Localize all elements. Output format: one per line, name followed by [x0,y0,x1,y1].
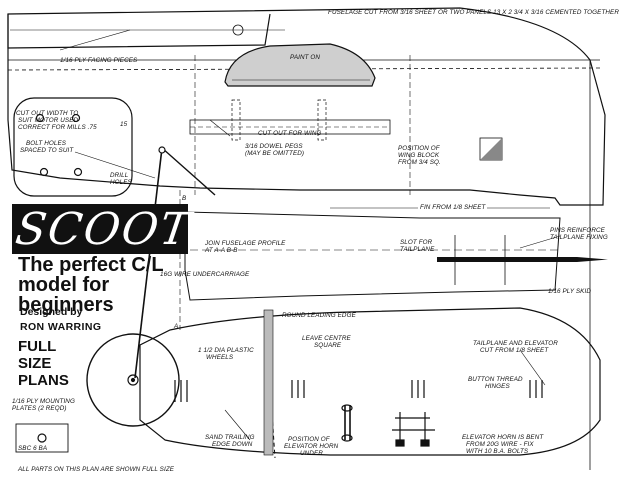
ply-skid-note: 1/16 PLY SKID [548,288,591,295]
bolt-holes-line1: BOLT HOLES [26,140,67,147]
wheels-line1: 1 1/2 DIA PLASTIC [198,347,254,354]
fin-note: FIN FROM 1/8 SHEET [418,204,488,211]
join-line1: JOIN FUSELAGE PROFILE [205,240,286,247]
leave-centre-line2: SQUARE [314,342,342,349]
sand-line1: SAND TRAILING [205,434,255,441]
fin-profile [184,211,561,301]
title-panel [12,204,188,254]
sand-line2: EDGE DOWN [212,441,253,448]
all-parts-note: ALL PARTS ON THIS PLAN ARE SHOWN FULL SI… [18,466,175,473]
fuselage-note: FUSELAGE CUT FROM 3/16 SHEET OR TWO PANE… [328,9,619,16]
ba-bolts-label: SBC 6 BA [18,445,48,452]
join-line2: AT A-A B-B [205,247,238,254]
tailplane-line1: TAILPLANE AND ELEVATOR [473,340,558,347]
model-name: SCOOT [12,204,195,255]
mounting-plate-line2: PLATES (2 REQD) [12,405,67,412]
bolt-hole [35,113,45,123]
fuselage-outline [7,7,606,206]
wire-uc-note: 16G WIRE UNDERCARRIAGE [160,271,250,278]
slot-line1: SLOT FOR [400,239,433,246]
motor-mount [13,97,133,197]
dowel-note-line2: (MAY BE OMITTED) [245,150,305,157]
horn-note-line1: ELEVATOR HORN IS BENT [462,434,544,441]
fsp-line-2: SIZE [18,355,52,372]
pins-line1: PINS REINFORCE [550,227,605,234]
drill-holes-line1: DRILL [110,172,129,179]
dowel-note-line1: 3/16 DOWEL PEGS [245,143,303,150]
horn-position-line1: POSITION OF [288,436,330,443]
mounting-plate-line1: 1/16 PLY MOUNTING [12,398,75,405]
author-name: RON WARRING [20,321,102,333]
wheels-line2: WHEELS [206,354,234,361]
drill-holes-line2: HOLES [110,179,132,186]
leave-centre-line1: LEAVE CENTRE [302,335,351,342]
wheel [86,333,180,427]
cut-out-width-line2: SUIT MOTOR USED [18,117,79,124]
bolt-hole [39,167,49,177]
nose-strip [7,13,271,49]
horn-note-line2: FROM 20G WIRE - FIX [466,441,534,448]
horn-note-line3: WITH 10 B.A. BOLTS [466,448,529,455]
round-edge-note: ROUND LEADING EDGE [282,312,356,319]
fsp-line-3: PLANS [18,372,69,389]
cut-out-width-line3: CORRECT FOR MILLS .75 [18,124,97,131]
bolt-hole [71,113,81,123]
wing-block-line1: POSITION OF [398,145,440,152]
subtitle: The perfect C/L model for beginners [18,255,164,315]
undercarriage-wire [134,147,163,379]
pins-line2: TAILPLANE FIXING [550,234,608,241]
horn-position-line3: UNDER [300,450,323,457]
mills-15: 15 [120,121,128,128]
cut-out-wing-note: CUT OUT FOR WING [258,130,322,137]
fsp-line-1: FULL [18,338,57,355]
canopy [224,43,376,87]
wing-block-line3: FROM 3/4 SQ. [398,159,441,166]
wing-block-line2: WING BLOCK [398,152,440,159]
ref-letter-a: A [174,323,179,330]
tailplane-line2: CUT FROM 1/8 SHEET [480,347,549,354]
horn-position-line2: ELEVATOR HORN [284,443,339,450]
full-size-plans: FULL SIZE PLANS [18,338,69,389]
button-thread-line2: HINGES [485,383,510,390]
paint-on-note: PAINT ON [290,54,321,61]
subtitle-line-3: beginners [18,294,114,316]
ply-facing-note: 1/16 PLY FACING PIECES [60,57,138,64]
slot-line2: TAILPLANE [400,246,435,253]
cut-out-width-line1: CUT OUT WIDTH TO [16,110,79,117]
bolt-holes-line2: SPACED TO SUIT [20,147,74,154]
bolt-hole [73,167,83,177]
button-thread-line1: BUTTON THREAD [468,376,523,383]
ref-letter-b: B [182,195,187,202]
designed-by: Designed by [20,306,83,318]
subtitle-line-1: The perfect C/L [18,254,164,276]
tailplane-outline [139,307,601,456]
subtitle-line-2: model for [18,274,110,296]
